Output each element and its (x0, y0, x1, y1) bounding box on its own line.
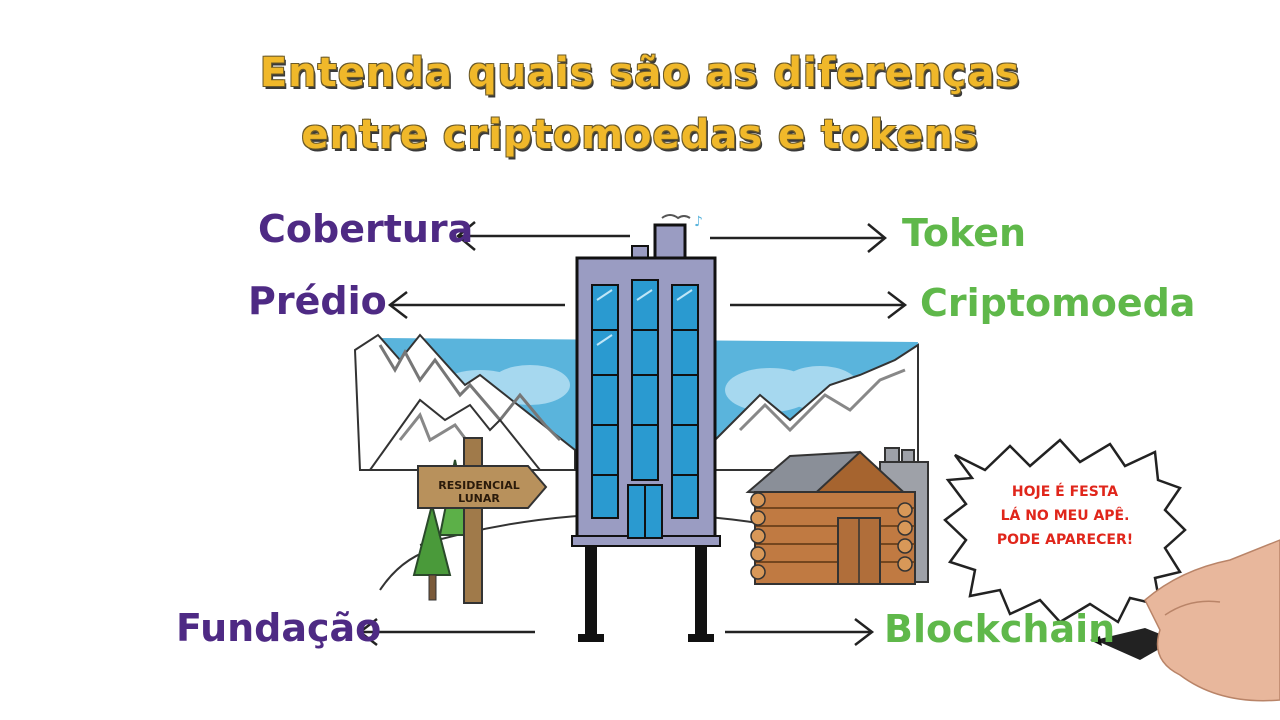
bubble-line-3: PODE APARECER! (996, 532, 1134, 548)
arrows (357, 221, 908, 646)
title-line-2: entre criptomoedas e tokens (301, 112, 979, 158)
drawing-hand (1090, 539, 1280, 702)
label-blockchain: Blockchain (884, 607, 1116, 651)
label-fundacao: Fundação (176, 606, 382, 650)
bubble-line-1: HOJE É FESTA (1011, 484, 1119, 500)
sign-label: RESIDENCIAL LUNAR (438, 479, 520, 505)
title-line-1: Entenda quais são as diferenças (259, 50, 1021, 96)
building: ♪ (571, 214, 721, 642)
log-cabin (745, 447, 929, 585)
svg-text:♪: ♪ (694, 214, 703, 230)
label-cobertura: Cobertura (258, 207, 474, 251)
label-predio: Prédio (248, 279, 387, 323)
bubble-line-2: LÁ NO MEU APÊ. (1000, 508, 1130, 524)
sign-post (417, 437, 548, 604)
label-token: Token (902, 211, 1027, 255)
label-criptomoeda: Criptomoeda (920, 281, 1196, 325)
speech-bubble-text: HOJE É FESTA LÁ NO MEU APÊ. PODE APARECE… (990, 480, 1140, 552)
